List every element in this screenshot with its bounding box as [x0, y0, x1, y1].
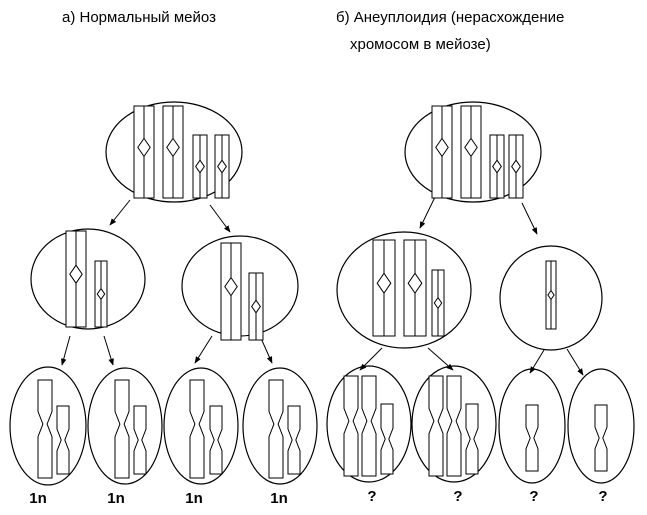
- g2-small: [133, 405, 147, 475]
- cell-aneuploid-gamete-4: [567, 368, 635, 484]
- cell-normal-gamete-3: [163, 367, 239, 485]
- chromosomes-layer: [37, 105, 608, 479]
- ag4-small: [594, 404, 608, 472]
- parent-a-small-1-chromatid-right: [199, 134, 208, 199]
- parent-b-small-2-chromatid-left: [508, 134, 517, 199]
- bi-left-large-1-chromatid-left: [372, 239, 385, 337]
- ag1-large-1: [343, 375, 359, 477]
- label-aneuploid-gamete-1: ?: [367, 488, 377, 505]
- mi-left-small-chromatid-left: [94, 260, 102, 328]
- bi-right-small-chromatid-right: [550, 260, 557, 330]
- arrows-layer: [60, 196, 584, 376]
- parent-b-small-2-chromatid-right: [515, 134, 524, 199]
- ag2-large-2: [446, 375, 462, 477]
- mi-right-small-chromatid-left: [248, 272, 257, 341]
- g4-small: [287, 405, 301, 475]
- title-aneuploidy-line2: хромосом в мейозе): [350, 36, 491, 53]
- arrow-normal-left-to-g1: [60, 335, 71, 366]
- parent-a-large-1-chromatid-right: [143, 105, 155, 199]
- title-normal-meiosis: а) Нормальный мейоз: [62, 9, 216, 26]
- mi-left-large-chromatid-right: [75, 230, 87, 328]
- label-aneuploid-gamete-4: ?: [598, 488, 608, 505]
- arrow-aneuploidy-parent-to-right: [521, 202, 538, 235]
- parent-a-small-2-chromatid-right: [221, 134, 230, 199]
- parent-a-large-1-chromatid-left: [133, 105, 145, 199]
- mi-right-large-chromatid-left: [220, 242, 232, 341]
- bi-left-large-2-chromatid-left: [403, 239, 416, 337]
- cell-aneuploidy-division1-right: [499, 245, 603, 351]
- arrow-normal-right-to-g3: [194, 335, 213, 364]
- cell-aneuploidy-division1-left: [336, 231, 472, 349]
- parent-a-large-2-chromatid-left: [162, 105, 174, 199]
- parent-b-small-1-chromatid-right: [496, 134, 505, 199]
- ag2-large-1: [428, 375, 444, 477]
- cell-normal-gamete-2: [87, 367, 163, 485]
- cell-aneuploid-gamete-2: [411, 365, 497, 483]
- ag2-small: [465, 403, 479, 475]
- cell-aneuploid-gamete-1: [326, 365, 412, 483]
- label-normal-gamete-2: 1n: [107, 490, 125, 507]
- cell-normal-gamete-1: [9, 366, 87, 486]
- ag1-small: [380, 403, 394, 475]
- cell-normal-gamete-4: [242, 367, 318, 485]
- parent-a-small-2-chromatid-left: [214, 134, 223, 199]
- g3-small: [209, 405, 223, 475]
- bi-left-large-1-chromatid-right: [383, 239, 396, 337]
- mi-right-large-chromatid-right: [230, 242, 242, 341]
- mi-left-small-chromatid-right: [100, 260, 108, 328]
- arrow-aneuploidy-left-to-g2: [427, 347, 454, 371]
- g1-small: [56, 405, 70, 475]
- parent-b-small-1-chromatid-left: [489, 134, 498, 199]
- bi-left-small-chromatid-right: [437, 269, 445, 337]
- bi-left-large-2-chromatid-right: [414, 239, 427, 337]
- parent-b-large-2-chromatid-right: [470, 105, 482, 199]
- parent-b-large-2-chromatid-left: [460, 105, 472, 199]
- cell-normal-division1-left: [30, 228, 146, 330]
- arrow-aneuploidy-parent-to-left: [419, 196, 436, 229]
- bi-right-small-chromatid-left: [545, 260, 552, 330]
- mi-right-small-chromatid-right: [255, 272, 264, 341]
- arrow-aneuploidy-right-to-g3: [529, 349, 545, 374]
- label-normal-gamete-4: 1n: [270, 490, 288, 507]
- label-aneuploid-gamete-3: ?: [529, 488, 539, 505]
- cells-layer: [9, 101, 635, 486]
- cell-normal-parent: [105, 101, 243, 203]
- parent-b-large-1-chromatid-right: [441, 105, 453, 199]
- parent-a-small-1-chromatid-left: [192, 134, 201, 199]
- g1-large: [37, 379, 53, 479]
- ag3-small: [525, 404, 539, 472]
- arrow-aneuploidy-right-to-g4: [566, 348, 584, 376]
- arrow-normal-left-to-g2: [103, 335, 114, 366]
- bi-left-small-chromatid-left: [431, 269, 439, 337]
- g3-large: [189, 379, 205, 479]
- g4-large: [268, 379, 284, 479]
- label-normal-gamete-1: 1n: [29, 490, 47, 507]
- label-normal-gamete-3: 1n: [185, 490, 203, 507]
- arrow-normal-parent-to-right: [209, 204, 231, 233]
- title-aneuploidy-line1: б) Анеуплоидия (нерасхождение: [336, 9, 565, 26]
- ag1-large-2: [361, 375, 377, 477]
- g2-large: [114, 379, 130, 479]
- arrow-aneuploidy-left-to-g1: [359, 347, 383, 371]
- mi-left-large-chromatid-left: [65, 230, 77, 328]
- label-aneuploid-gamete-2: ?: [453, 488, 463, 505]
- parent-a-large-2-chromatid-right: [172, 105, 184, 199]
- parent-b-large-1-chromatid-left: [431, 105, 443, 199]
- arrow-normal-parent-to-left: [109, 199, 131, 226]
- cell-aneuploidy-parent: [404, 101, 542, 203]
